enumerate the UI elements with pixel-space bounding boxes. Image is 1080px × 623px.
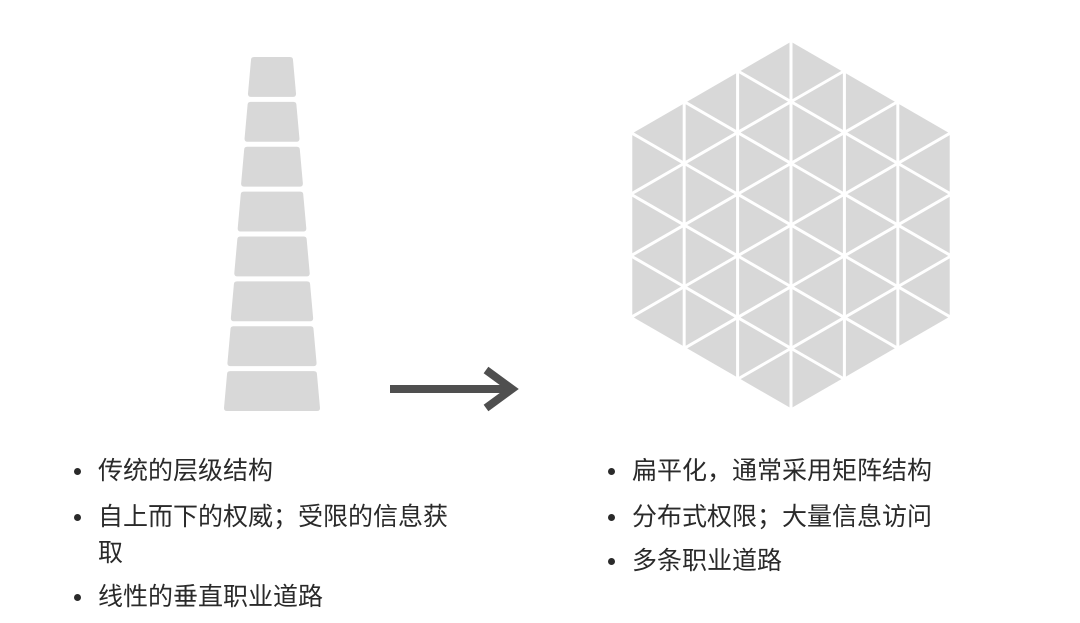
hexagon-triangle (739, 196, 788, 254)
hexagon-triangle (739, 135, 788, 192)
hexagon-triangle (792, 289, 842, 346)
hexagon-triangle (900, 135, 950, 192)
hexagon-triangle (845, 320, 895, 377)
hexagon-triangle (794, 258, 843, 315)
hexagon-triangle (847, 227, 897, 285)
hexagon-triangle (899, 227, 949, 285)
hexagon-triangle (794, 135, 843, 192)
hexagon-triangle (687, 258, 737, 315)
hexagon-triangle (847, 165, 897, 223)
tower-block (241, 146, 303, 187)
hexagon-triangle (847, 289, 897, 346)
hexagon-triangle (740, 42, 790, 100)
hexagon-triangle (632, 258, 682, 315)
hexagon-triangle (792, 42, 842, 100)
bullet-multiple-career-paths: 多条职业道路 (606, 543, 976, 579)
hexagon-triangle (740, 165, 790, 223)
hexagon-triangle (687, 320, 737, 377)
hexagon-triangle (900, 196, 950, 254)
hexagon-triangle (792, 350, 842, 408)
hexagon-triangle (740, 104, 790, 161)
bullet-distributed-authority: 分布式权限；大量信息访问 (606, 499, 976, 535)
hexagon-triangle (685, 165, 735, 223)
hexagon-triangle (740, 350, 790, 408)
hexagon-triangle (792, 104, 842, 161)
tower-block (244, 101, 300, 142)
tower-block (247, 57, 297, 97)
hexagon-triangle (845, 258, 895, 315)
hexagon-triangle (845, 135, 895, 192)
tower-block (237, 191, 307, 232)
hexagon-triangle (845, 196, 895, 254)
hexagon-triangle (845, 73, 895, 130)
tower-block (224, 371, 320, 411)
hexagon-triangle (794, 196, 843, 254)
hexagon-triangle (899, 165, 949, 223)
tower-block (234, 236, 310, 277)
hexagon-triangle (794, 320, 843, 377)
hexagon-triangle (899, 289, 949, 346)
hierarchy-tower (224, 57, 320, 411)
flat-matrix-bullet-list: 扁平化，通常采用矩阵结构 分布式权限；大量信息访问 多条职业道路 (606, 453, 976, 579)
hexagon-triangle (632, 135, 682, 192)
bullet-linear-career-path: 线性的垂直职业道路 (72, 579, 452, 615)
hexagon-triangle (633, 289, 683, 346)
hexagon-triangle (739, 73, 788, 130)
bullet-top-down-authority: 自上而下的权威；受限的信息获取 (72, 499, 452, 571)
hexagon-triangle (687, 135, 737, 192)
bullet-flat-matrix: 扁平化，通常采用矩阵结构 (606, 453, 976, 489)
hexagon-triangle (633, 104, 683, 161)
hexagon-triangle (794, 73, 843, 130)
hexagon-triangle (633, 165, 683, 223)
hexagon-triangle (739, 258, 788, 315)
hexagon-triangle (899, 104, 949, 161)
hexagon-triangle (792, 227, 842, 285)
tower-block (230, 281, 314, 322)
hexagon-triangle (847, 104, 897, 161)
bullet-traditional-hierarchy: 传统的层级结构 (72, 453, 452, 489)
arrow-right-icon (390, 366, 519, 412)
hexagon-triangle (900, 258, 950, 315)
hexagon-triangle (633, 227, 683, 285)
hexagon-triangle (740, 227, 790, 285)
hexagon-triangle (687, 73, 737, 130)
hexagon-triangle (685, 104, 735, 161)
hexagon-triangle (792, 165, 842, 223)
flat-matrix-hexagon (632, 42, 950, 408)
hexagon-triangle (687, 196, 737, 254)
hexagon-triangle (740, 289, 790, 346)
hexagon-triangle (739, 320, 788, 377)
hexagon-triangle (685, 227, 735, 285)
hierarchy-bullet-list: 传统的层级结构 自上而下的权威；受限的信息获取 线性的垂直职业道路 (72, 453, 452, 615)
hexagon-triangle (632, 196, 682, 254)
hexagon-triangle (685, 289, 735, 346)
tower-block (227, 326, 317, 367)
